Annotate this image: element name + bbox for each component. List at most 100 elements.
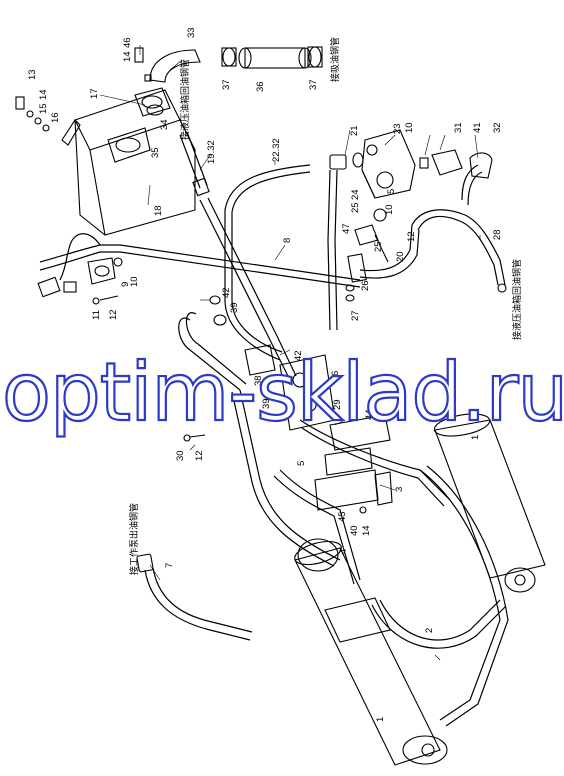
label-17: 17 <box>89 88 100 99</box>
label-37-b: 37 <box>308 79 319 90</box>
label-27: 27 <box>350 310 361 321</box>
label-16: 16 <box>50 112 61 123</box>
note-pump-outlet-pipe: 接工作泵出油钢管 <box>128 503 140 575</box>
label-26: 26 <box>360 280 371 291</box>
label-6: 6 <box>330 371 341 376</box>
pipe-20 <box>359 224 413 272</box>
pipe-vertical-b <box>334 169 338 331</box>
label-5-b: 5 <box>296 461 307 466</box>
label-42: 42 <box>221 287 232 298</box>
label-45: 45 <box>337 511 348 522</box>
hose-7 <box>144 569 251 641</box>
valve-block <box>361 129 416 199</box>
note-return-pipe-right: 接液压油箱回油钢管 <box>511 259 523 340</box>
label-10: 10 <box>129 276 140 287</box>
pipe-28-b <box>417 215 499 286</box>
hose-center-left <box>178 317 241 391</box>
left-fittings <box>15 96 50 132</box>
hydraulic-tank <box>61 89 196 236</box>
label-33: 33 <box>186 27 197 38</box>
label-41: 41 <box>472 122 483 133</box>
label-12: 12 <box>108 309 119 320</box>
hose-2 <box>379 599 501 641</box>
hose-19 <box>179 134 201 189</box>
hose-4 <box>279 469 361 581</box>
pipe-22 <box>224 164 311 361</box>
label-37: 37 <box>221 79 232 90</box>
top-elbow-assembly <box>134 47 201 117</box>
hose-3-b <box>301 427 445 507</box>
label-13: 13 <box>27 69 38 80</box>
label-46: 46 <box>122 37 133 48</box>
label-44: 44 <box>364 409 375 420</box>
pipe-vertical-a <box>327 169 331 331</box>
watermark-text: optim-sklad.ru <box>2 346 564 439</box>
label-38: 38 <box>253 375 264 386</box>
hose-2-b <box>371 604 507 649</box>
label-4: 4 <box>338 549 349 554</box>
hose-3 <box>299 419 451 501</box>
label-40: 40 <box>349 525 360 536</box>
label-28: 28 <box>492 229 503 240</box>
pipe-28 <box>411 209 506 286</box>
label-36: 36 <box>255 81 266 92</box>
hose-right-long <box>419 469 501 721</box>
annotations: 接液压油箱回油钢管 接液压油箱回油钢管 接工作泵出油钢管 接吸油钢管 <box>128 37 523 575</box>
label-42-b: 42 <box>293 350 304 361</box>
label-18: 18 <box>153 205 164 216</box>
pipe-22-b <box>231 171 311 353</box>
label-47: 47 <box>341 223 352 234</box>
hose-long-loop-b <box>231 391 335 567</box>
label-14-c: 14 <box>361 525 372 536</box>
note-suction-pipe: 接吸油钢管 <box>329 37 341 82</box>
label-25-b: 25 <box>350 202 361 213</box>
pipe-20-b <box>359 229 420 279</box>
label-25: 25 <box>373 241 384 252</box>
label-9: 9 <box>120 282 131 287</box>
bracket-44 <box>329 414 391 451</box>
label-12-b: 12 <box>406 231 417 242</box>
cylinder-lower <box>294 538 448 766</box>
pipe-8-b <box>39 251 361 288</box>
label-32: 32 <box>492 122 503 133</box>
hose-center-left-b <box>185 312 247 385</box>
label-7: 7 <box>164 563 175 568</box>
label-31: 31 <box>453 122 464 133</box>
label-12-c: 12 <box>194 450 205 461</box>
hose-4-b <box>273 475 355 585</box>
part-number-labels: 1 1 2 3 4 5 5 6 7 8 9 10 10 10 11 12 12 … <box>27 27 503 722</box>
label-11: 11 <box>91 310 102 320</box>
leader-lines <box>99 45 481 661</box>
label-8: 8 <box>282 238 293 243</box>
label-34: 34 <box>159 119 170 130</box>
hose-long-loop <box>239 389 341 561</box>
label-10-b: 10 <box>404 122 415 133</box>
hose-19-b <box>186 131 208 186</box>
pipe-28-up <box>461 164 479 201</box>
label-14-b: 14 <box>122 51 133 62</box>
label-29: 29 <box>332 399 343 410</box>
label-21: 21 <box>349 125 360 136</box>
hose-left-bend <box>59 233 101 281</box>
label-3: 3 <box>394 487 405 492</box>
label-22-32: 22.32 <box>271 138 282 162</box>
pipe-28-up-b <box>467 171 483 206</box>
label-19-32: 19.32 <box>206 140 217 164</box>
label-10-c: 10 <box>384 204 395 215</box>
label-39: 39 <box>229 302 240 313</box>
hose-center-main <box>199 199 291 381</box>
label-2: 2 <box>424 628 435 633</box>
label-14: 14 <box>38 89 49 100</box>
label-23: 23 <box>392 123 403 134</box>
label-30: 30 <box>175 450 186 461</box>
label-20: 20 <box>395 251 406 262</box>
central-valve <box>244 344 336 431</box>
label-5: 5 <box>386 189 397 194</box>
label-24: 24 <box>350 189 361 200</box>
label-1: 1 <box>470 435 481 440</box>
label-35: 35 <box>150 147 161 158</box>
bracket-45 <box>314 469 379 511</box>
cylinder-upper <box>433 413 546 593</box>
hose-7-b <box>152 567 253 633</box>
